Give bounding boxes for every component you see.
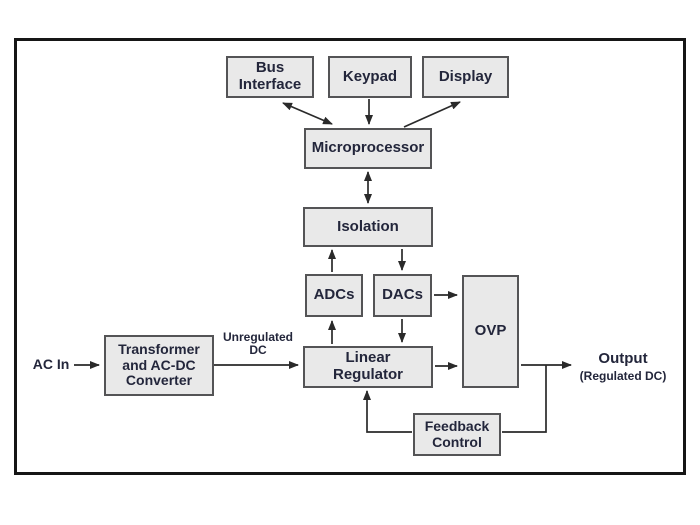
- block-adcs: ADCs: [305, 274, 363, 317]
- block-bus-interface: Bus Interface: [226, 56, 314, 98]
- block-display: Display: [422, 56, 509, 98]
- arrow-feedback-to-linear-regulator: [363, 390, 412, 433]
- block-keypad: Keypad: [328, 56, 412, 98]
- block-ovp: OVP: [462, 275, 519, 388]
- block-feedback-control: Feedback Control: [413, 413, 501, 456]
- wire-output-tap-to-feedback: [502, 365, 547, 433]
- block-transformer-acdc-converter: Transformer and AC-DC Converter: [104, 335, 214, 396]
- block-microprocessor: Microprocessor: [304, 128, 432, 169]
- label-unregulated-dc: Unregulated DC: [222, 330, 293, 358]
- block-isolation: Isolation: [303, 207, 433, 247]
- block-dacs: DACs: [373, 274, 432, 317]
- label-output: Output: [598, 350, 648, 367]
- label-output-regulated-dc: (Regulated DC): [579, 369, 667, 383]
- arrow-microprocessor-to-display: [403, 101, 461, 128]
- arrow-businterface-microprocessor-bidirectional: [282, 102, 333, 125]
- diagram-frame: [14, 38, 686, 475]
- label-ac-in: AC In: [32, 356, 70, 372]
- block-linear-regulator: Linear Regulator: [303, 346, 433, 388]
